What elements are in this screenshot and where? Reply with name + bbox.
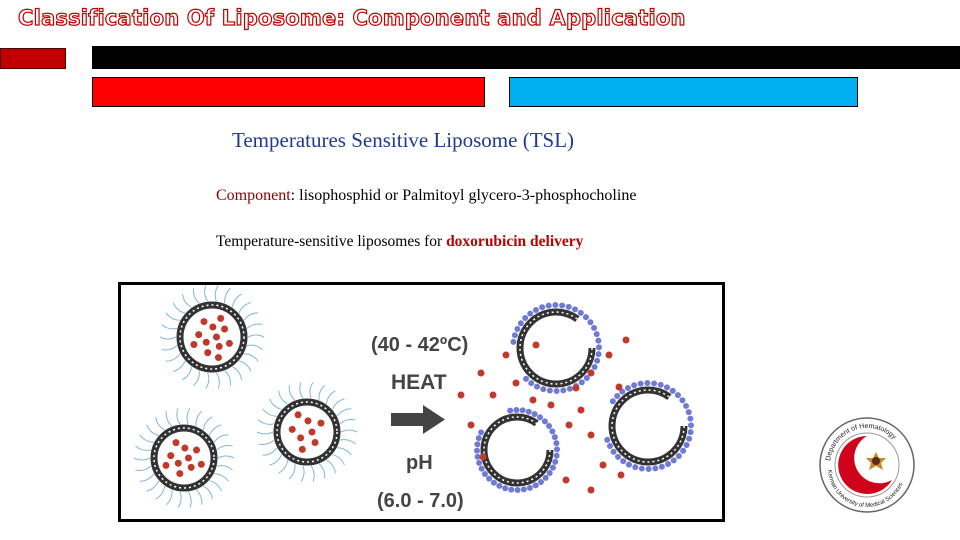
drug-dot bbox=[529, 396, 537, 404]
liposome-diagram: (40 - 42ºC) HEAT pH (6.0 - 7.0) bbox=[133, 285, 694, 512]
drug-dot bbox=[479, 453, 487, 461]
intact-liposomes bbox=[133, 285, 358, 508]
temp-range-label: (40 - 42ºC) bbox=[371, 334, 468, 356]
drug-dot bbox=[587, 369, 595, 377]
drug-dot bbox=[457, 391, 465, 399]
drug-dot bbox=[532, 341, 540, 349]
drug-dot bbox=[587, 431, 595, 439]
drug-dot bbox=[565, 421, 573, 429]
liposome bbox=[159, 285, 265, 389]
drug-dot bbox=[617, 471, 625, 479]
decorative-bar-red bbox=[92, 77, 485, 107]
temperature-prefix: Temperature-sensitive liposomes for bbox=[216, 233, 447, 250]
liposome bbox=[256, 382, 358, 482]
heat-label: HEAT bbox=[391, 371, 447, 394]
liposome bbox=[133, 408, 235, 508]
drug-dot bbox=[467, 421, 475, 429]
hematology-seal-icon: Department of Hematology Kerman Universi… bbox=[819, 417, 915, 513]
drug-dot bbox=[605, 351, 613, 359]
drug-dot bbox=[547, 401, 555, 409]
liposome bbox=[510, 302, 602, 394]
decorative-bar-small bbox=[0, 48, 66, 69]
drug-dot bbox=[477, 369, 485, 377]
temperature-text: Temperature-sensitive liposomes for doxo… bbox=[216, 233, 583, 251]
drug-dot bbox=[572, 384, 580, 392]
decorative-bar-black bbox=[92, 46, 960, 69]
liposome bbox=[604, 380, 694, 472]
section-heading: Temperatures Sensitive Liposome (TSL) bbox=[232, 128, 575, 152]
drug-dot bbox=[562, 476, 570, 484]
component-description: : lisophosphid or Palmitoyl glycero-3-ph… bbox=[290, 187, 637, 204]
arrow-right-icon bbox=[391, 405, 445, 434]
component-text: Component: lisophosphid or Palmitoyl gly… bbox=[216, 187, 636, 205]
drug-dot bbox=[502, 351, 510, 359]
ph-label: pH bbox=[406, 452, 433, 474]
liposome-figure: (40 - 42ºC) HEAT pH (6.0 - 7.0) bbox=[118, 282, 725, 522]
liposome bbox=[474, 407, 560, 493]
drug-dot bbox=[599, 461, 607, 469]
slide-title: Classification Of Liposome: Component an… bbox=[17, 5, 686, 30]
drug-dot bbox=[577, 406, 585, 414]
drug-dot bbox=[512, 379, 520, 387]
ph-range-label: (6.0 - 7.0) bbox=[377, 490, 464, 512]
drug-dot bbox=[489, 391, 497, 399]
decorative-bar-blue bbox=[509, 77, 858, 107]
drug-dot bbox=[615, 383, 623, 391]
drug-dot bbox=[587, 486, 595, 494]
component-label: Component bbox=[216, 187, 291, 204]
ruptured-liposomes bbox=[457, 302, 694, 494]
temperature-highlight: doxorubicin delivery bbox=[446, 233, 584, 250]
university-logo: Department of Hematology Kerman Universi… bbox=[818, 416, 916, 514]
drug-dot bbox=[622, 336, 630, 344]
